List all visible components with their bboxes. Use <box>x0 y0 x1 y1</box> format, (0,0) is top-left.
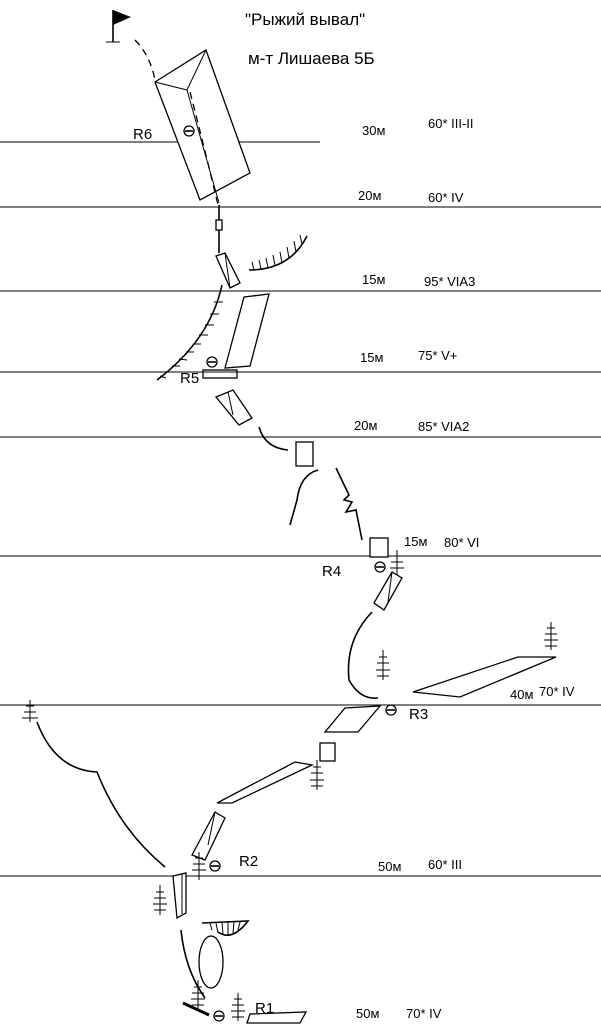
overhang-icon <box>248 234 308 271</box>
route-subtitle: м-т Лишаева 5Б <box>248 49 375 68</box>
flag-icon <box>106 10 131 43</box>
belay-labels: R6 R5 R4 R3 R2 R1 <box>133 126 428 1017</box>
pitch-length: 15м <box>360 350 383 365</box>
pitch-length: 40м <box>510 687 533 702</box>
pitch-separators <box>0 141 601 877</box>
pitch-grade: 80* VI <box>444 535 479 550</box>
belay-station-r1 <box>182 1001 308 1024</box>
route-line-summit <box>134 39 156 81</box>
chimney-icon <box>214 389 253 426</box>
pitch-grade: 60* III <box>428 857 462 872</box>
slab-feature <box>216 761 315 804</box>
tree-icon <box>544 622 558 650</box>
pitch-grade: 85* VIA2 <box>418 419 469 434</box>
chimney-icon <box>373 571 403 611</box>
pitch-grade: 95* VIA3 <box>424 274 475 289</box>
route-line <box>258 426 289 451</box>
belay-label-r2: R2 <box>239 853 258 870</box>
dihedral-feature <box>154 49 251 206</box>
pitch-length: 30м <box>362 123 385 138</box>
pitch-length: 50м <box>378 859 401 874</box>
pitch-length: 20м <box>354 418 377 433</box>
slab-feature <box>224 293 270 369</box>
pitch-grade: 60* III-II <box>428 116 474 131</box>
chimney-icon <box>191 811 226 861</box>
chimney-icon <box>172 872 187 920</box>
pitch-length: 15м <box>404 534 427 549</box>
route-line <box>289 469 319 526</box>
chimney-icon <box>215 252 241 289</box>
route-link <box>215 205 223 253</box>
pitch-length: 50м <box>356 1006 379 1021</box>
pitch-grade: 70* IV <box>539 684 575 699</box>
block-feature <box>295 441 314 467</box>
tree-icon <box>310 760 324 790</box>
boulder-feature <box>198 935 224 989</box>
tree-icon <box>231 993 245 1021</box>
belay-station-r3 <box>385 704 397 716</box>
belay-station-r6 <box>183 125 195 137</box>
block-feature <box>319 742 336 762</box>
belay-station-r4 <box>369 537 389 573</box>
belay-label-r3: R3 <box>409 706 428 723</box>
belay-label-r4: R4 <box>322 563 341 580</box>
pitch-grade: 70* IV <box>406 1006 442 1021</box>
route-line <box>347 611 379 699</box>
tree-icon <box>376 650 390 680</box>
pitch-grade: 75* V+ <box>418 348 457 363</box>
belay-station-r5 <box>202 356 238 379</box>
pitch-length: 15м <box>362 272 385 287</box>
tree-icon <box>192 852 206 880</box>
belay-label-r5: R5 <box>180 370 199 387</box>
tree-icon <box>22 700 38 722</box>
pitch-labels: 30м 60* III-II 20м 60* IV 15м 95* VIA3 1… <box>354 116 575 1021</box>
tree-icon <box>191 980 205 1010</box>
belay-station-r2 <box>209 860 221 872</box>
ledge-feature <box>412 656 557 698</box>
belay-label-r6: R6 <box>133 126 152 143</box>
overhang-icon <box>156 284 223 381</box>
crack-feature <box>335 467 363 541</box>
tree-icon <box>153 885 167 915</box>
tree-icon <box>390 550 404 575</box>
route-line <box>36 721 166 868</box>
ledge-feature <box>323 705 382 733</box>
route-title: "Рыжий вывал" <box>245 10 365 29</box>
overhang-icon <box>201 920 250 936</box>
pitch-grade: 60* IV <box>428 190 464 205</box>
pitch-length: 20м <box>358 188 381 203</box>
